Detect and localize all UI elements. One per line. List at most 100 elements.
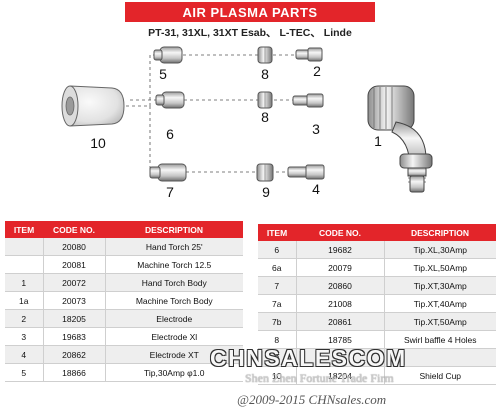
- code-cell: 18866: [43, 363, 106, 382]
- code-cell: 21008: [296, 294, 385, 313]
- description-cell: Hand Torch 25': [105, 238, 243, 256]
- leader-lines: [90, 54, 320, 173]
- description-cell: Swirl baffle 4 Holes: [384, 330, 496, 349]
- column-header-code: CODE NO.: [296, 224, 384, 241]
- description-cell: Machine Torch Body: [105, 291, 243, 310]
- item-cell: [5, 238, 44, 256]
- header-banner: AIR PLASMA PARTS: [125, 2, 375, 22]
- item-cell: [5, 255, 44, 274]
- description-cell: Electrode Xl: [105, 327, 243, 346]
- item-cell: 7: [258, 276, 297, 295]
- electrode-part: [295, 47, 323, 62]
- shield-cup-part: [61, 85, 125, 127]
- code-cell: 20862: [43, 345, 106, 364]
- code-cell: 20080: [43, 238, 106, 256]
- electrode-part: [287, 164, 325, 180]
- item-cell: 8: [258, 330, 297, 349]
- part-label: 9: [262, 184, 270, 200]
- item-cell: 1: [5, 273, 44, 292]
- description-cell: Electrode: [105, 309, 243, 328]
- part-label: 4: [312, 181, 320, 197]
- code-cell: [296, 348, 385, 367]
- description-cell: [384, 348, 496, 367]
- column-header-description: DESCRIPTION: [384, 224, 496, 241]
- description-cell: Tip.XT,30Amp: [384, 276, 496, 295]
- swirl-baffle-part: [257, 91, 273, 109]
- code-cell: 20081: [43, 255, 106, 274]
- part-label: 10: [90, 135, 106, 151]
- item-cell: 1a: [5, 291, 44, 310]
- item-cell: 9: [258, 348, 297, 367]
- part-label: 6: [166, 126, 174, 142]
- code-cell: 18785: [296, 330, 385, 349]
- code-cell: 20860: [296, 276, 385, 295]
- description-cell: Machine Torch 12.5: [105, 255, 243, 274]
- item-cell: 7a: [258, 294, 297, 313]
- description-cell: Tip.XT,50Amp: [384, 312, 496, 331]
- parts-diagram: 5 8 2 6 8 3 10 1 7 9 4: [61, 46, 433, 200]
- model-subtitle: PT-31, 31XL, 31XT Esab、 L-TEC、 Linde: [148, 27, 352, 39]
- electrode-part: [292, 93, 324, 108]
- item-cell: 7b: [258, 312, 297, 331]
- item-cell: 2: [5, 309, 44, 328]
- part-label: 1: [374, 133, 382, 149]
- column-header-item: ITEM: [258, 224, 296, 241]
- item-cell: 4: [5, 345, 44, 364]
- part-label: 3: [312, 121, 320, 137]
- code-cell: 20079: [296, 258, 385, 277]
- item-cell: 10: [258, 366, 297, 385]
- item-cell: 3: [5, 327, 44, 346]
- code-cell: 20861: [296, 312, 385, 331]
- code-cell: 18205: [43, 309, 106, 328]
- column-header-item: ITEM: [5, 221, 43, 238]
- watermark-copyright: @2009-2015 CHNsales.com: [237, 392, 387, 407]
- code-cell: 20072: [43, 273, 106, 292]
- item-cell: 6: [258, 241, 297, 259]
- column-header-description: DESCRIPTION: [105, 221, 243, 238]
- tip-part: [149, 163, 187, 182]
- swirl-baffle-part: [257, 46, 273, 64]
- watermark-text: CHNSALESCOM: [210, 345, 407, 371]
- description-cell: Shield Cup: [384, 366, 496, 385]
- code-cell: 19683: [43, 327, 106, 346]
- swirl-baffle-part: [256, 163, 274, 182]
- watermark-company: Shen Zhen Fortune Trade Firm: [245, 371, 394, 385]
- description-cell: Tip.XT,40Amp: [384, 294, 496, 313]
- description-cell: Electrode XT: [105, 345, 243, 364]
- table-header-row: ITEM CODE NO. DESCRIPTION: [5, 221, 243, 238]
- description-cell: Tip.XL,50Amp: [384, 258, 496, 277]
- page-title: AIR PLASMA PARTS: [182, 4, 318, 20]
- part-label: 8: [261, 109, 269, 125]
- description-cell: Tip,30Amp φ1.0: [105, 363, 243, 382]
- description-cell: Tip.XL,30Amp: [384, 241, 496, 259]
- code-cell: 19682: [296, 241, 385, 259]
- tip-part: [153, 46, 183, 64]
- part-label: 2: [313, 63, 321, 79]
- table-header-row: ITEM CODE NO. DESCRIPTION: [258, 224, 496, 241]
- part-label: 8: [261, 66, 269, 82]
- code-cell: 18204: [296, 366, 385, 385]
- description-cell: Hand Torch Body: [105, 273, 243, 292]
- part-label: 7: [166, 184, 174, 200]
- tip-part: [155, 91, 185, 109]
- code-cell: 20073: [43, 291, 106, 310]
- table-row: 9: [258, 348, 496, 367]
